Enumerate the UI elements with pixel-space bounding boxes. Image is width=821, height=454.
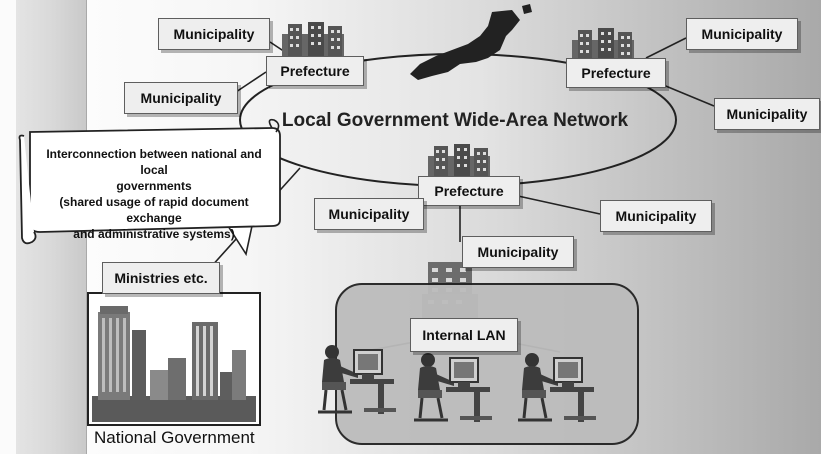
prefecture-box: Prefecture [418, 176, 520, 206]
municipality-box: Municipality [314, 198, 424, 230]
ministries-box: Ministries etc. [102, 262, 220, 294]
callout-line: (shared usage of rapid document exchange [59, 195, 249, 225]
national-government-label: National Government [94, 428, 255, 447]
municipality-box: Municipality [714, 98, 820, 130]
municipality-box: Municipality [158, 18, 270, 50]
prefecture-box: Prefecture [566, 58, 666, 88]
network-title: Local Government Wide-Area Network [281, 110, 629, 131]
prefecture-box: Prefecture [266, 56, 364, 86]
municipality-box: Municipality [462, 236, 574, 268]
municipality-box: Municipality [686, 18, 798, 50]
city-skyline-icon [92, 306, 256, 422]
callout-scroll [18, 118, 281, 257]
japan-map-icon [410, 4, 532, 80]
callout-line: Interconnection between national and loc… [46, 147, 262, 177]
prefecture-building-icon [428, 144, 490, 178]
municipality-box: Municipality [600, 200, 712, 232]
prefecture-building-icon [572, 28, 634, 62]
left-margin-strip [0, 0, 16, 454]
municipality-box: Municipality [124, 82, 238, 114]
callout-line: governments [116, 179, 192, 193]
prefecture-building-icon [282, 22, 344, 56]
callout-text: Interconnection between national and loc… [34, 146, 274, 242]
callout-line: and administrative systems) [73, 227, 235, 241]
internal-lan-box: Internal LAN [410, 318, 518, 352]
